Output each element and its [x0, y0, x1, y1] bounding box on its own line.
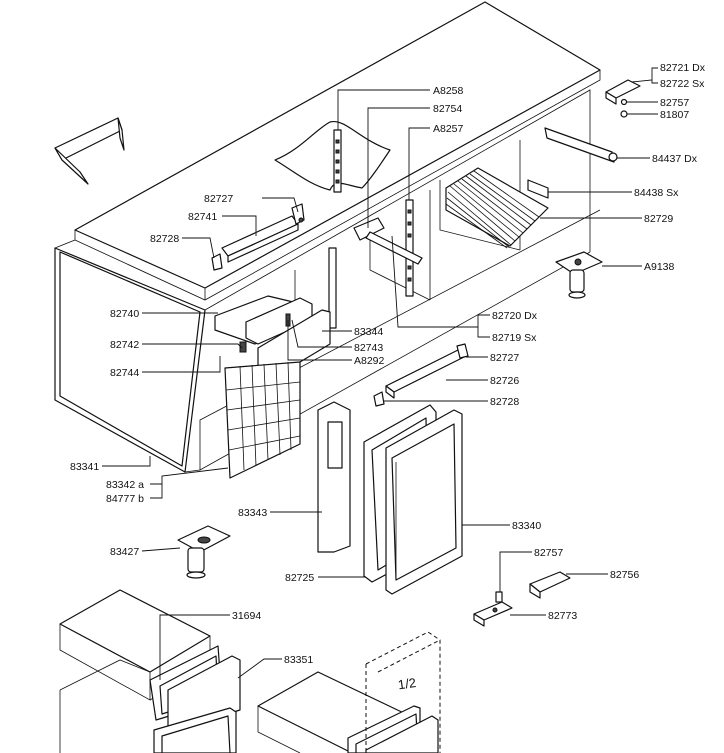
- label-84438: 84438 Sx: [634, 187, 679, 199]
- label-82720: 82720 Dx: [492, 310, 538, 322]
- cabinet-body: [54, 89, 601, 473]
- label-a8292: A8292: [354, 355, 385, 367]
- label-82742: 82742: [110, 339, 139, 351]
- label-82740: 82740: [110, 308, 139, 320]
- duct-piece: [54, 117, 125, 185]
- label-84777: 84777 b: [106, 493, 144, 505]
- slide-84437: [544, 127, 615, 163]
- label-82721: 82721 Dx: [660, 62, 706, 74]
- bracket-82754: [353, 217, 385, 241]
- handle-kit-top: [211, 203, 305, 271]
- label-83344: 83344: [354, 326, 383, 338]
- label-82729: 82729: [644, 213, 673, 225]
- label-83343: 83343: [238, 507, 267, 519]
- label-82725: 82725: [285, 572, 314, 584]
- label-82728-top: 82728: [150, 233, 179, 245]
- drawer-left-lower: [59, 659, 237, 753]
- label-82754: 82754: [433, 103, 462, 115]
- cutout-outline: [274, 120, 391, 191]
- label-82727-top: 82727: [204, 193, 233, 205]
- label-82726: 82726: [490, 375, 519, 387]
- leader-lines: [102, 67, 658, 680]
- hinge-parts-lower: [473, 571, 571, 627]
- rail-a8257: [405, 199, 414, 257]
- label-83342: 83342 a: [106, 479, 144, 491]
- label-a8257: A8257: [433, 123, 464, 135]
- drawer-frame-82740: [214, 295, 331, 381]
- label-83341: 83341: [70, 461, 99, 473]
- foot-a9138: [555, 251, 603, 299]
- label-82727-mid: 82727: [490, 352, 519, 364]
- label-83340: 83340: [512, 520, 541, 532]
- label-83351: 83351: [284, 654, 313, 666]
- label-81807: 81807: [660, 109, 689, 121]
- label-82741: 82741: [188, 211, 217, 223]
- slide-84438: [527, 179, 549, 199]
- label-half: 1/2: [397, 675, 417, 692]
- drawer-left-upper: [59, 589, 241, 731]
- part-labels: A8258 82754 A8257 82721 Dx 82722 Sx 8275…: [70, 62, 706, 692]
- nut-81807: [620, 110, 628, 118]
- label-82743: 82743: [354, 342, 383, 354]
- label-82722: 82722 Sx: [660, 78, 705, 90]
- drawer-right: [257, 671, 439, 753]
- label-82756: 82756: [610, 569, 639, 581]
- label-82744: 82744: [110, 367, 139, 379]
- label-a8258: A8258: [433, 85, 464, 97]
- label-82757-top: 82757: [660, 97, 689, 109]
- label-31694: 31694: [232, 610, 261, 622]
- label-82719: 82719 Sx: [492, 332, 537, 344]
- label-82773: 82773: [548, 610, 577, 622]
- door-83340: [385, 409, 463, 595]
- half-drawer-indicator: [365, 631, 441, 753]
- door-panel-83343: [317, 401, 351, 553]
- handle-kit-middle: [373, 343, 469, 407]
- label-82757-bottom: 82757: [534, 547, 563, 559]
- screw-82757-top: [620, 98, 628, 106]
- evaporator-83342: [224, 361, 301, 479]
- wire-shelf-82729: [445, 167, 549, 249]
- label-82728-mid: 82728: [490, 396, 519, 408]
- label-84437: 84437 Dx: [652, 153, 698, 165]
- label-83427: 83427: [110, 546, 139, 558]
- label-a9138: A9138: [644, 261, 675, 273]
- foot-83427: [177, 525, 231, 579]
